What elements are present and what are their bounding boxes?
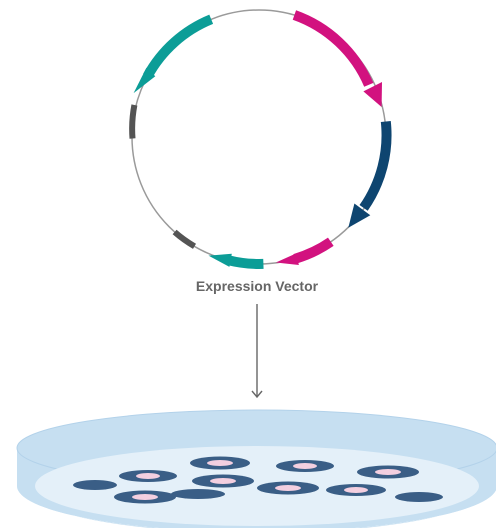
colony (326, 484, 386, 496)
gray-marker-left (129, 104, 138, 139)
dish-front-rim (17, 486, 496, 528)
down-arrow (251, 304, 263, 399)
teal-segment-upper (133, 14, 214, 94)
colony (114, 490, 176, 504)
colony (395, 492, 443, 502)
colony (357, 465, 419, 479)
petri-dish (16, 409, 496, 528)
magenta-segment-upper (292, 10, 382, 107)
dish-agar (35, 446, 479, 526)
colony (192, 474, 254, 488)
plasmid-diagram (129, 9, 392, 269)
gray-marker-lower (172, 229, 197, 249)
colony (190, 456, 250, 470)
teal-segment-lower (208, 253, 264, 269)
magenta-segment-lower (275, 237, 334, 265)
colony (171, 489, 225, 499)
colony (257, 481, 319, 495)
colonies (73, 456, 443, 504)
colony (119, 470, 177, 482)
navy-segment (348, 120, 392, 228)
expression-vector-label: Expression Vector (196, 278, 319, 294)
colony (73, 480, 117, 490)
colony (276, 460, 334, 472)
